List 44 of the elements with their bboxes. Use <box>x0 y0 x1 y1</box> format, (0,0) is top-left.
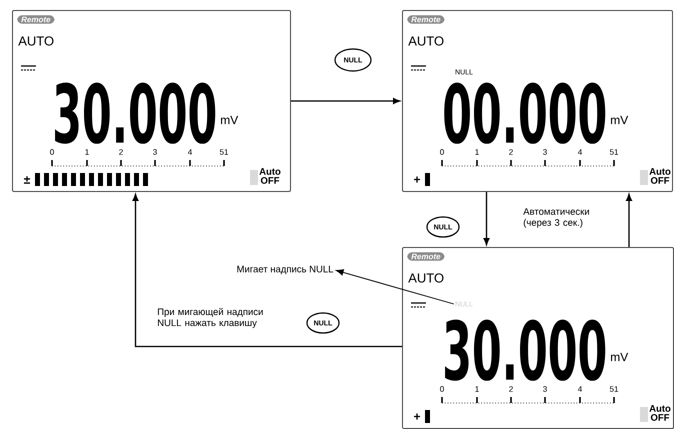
scale-number: 3 <box>543 386 547 392</box>
arrow <box>626 194 632 247</box>
scale-number: 4 <box>578 386 582 392</box>
callout-text: Мигает надпись NULL <box>237 266 334 274</box>
edge-label: При мигающей надписи NULL нажать клавишу <box>156 307 266 329</box>
unit-label: mV <box>611 352 628 362</box>
arrow <box>484 192 490 246</box>
scale-number: 2 <box>119 149 123 155</box>
range-indicator: AUTO <box>408 273 444 283</box>
scale-number: 3 <box>543 149 547 155</box>
scale-number: 51 <box>220 149 228 155</box>
digit-readout: 30.000 <box>55 82 216 144</box>
arrow <box>132 194 402 348</box>
auto-off-indicator: Auto OFF <box>259 168 280 184</box>
remote-indicator: Remote <box>407 252 445 261</box>
polarity-sign: ± <box>24 176 30 184</box>
edge-label: Автоматически (через 3 сек.) <box>522 207 600 229</box>
remote-indicator: Remote <box>407 15 445 24</box>
scale-number: 51 <box>610 149 618 155</box>
leader-line <box>336 269 454 304</box>
unit-label: mV <box>611 116 628 124</box>
arrow <box>291 98 400 104</box>
digit-readout: 30.000 <box>445 320 606 381</box>
digit-readout: 00.000 <box>444 82 606 144</box>
scale-number: 3 <box>153 149 157 155</box>
scale-number: 4 <box>188 149 192 155</box>
scale-number: 0 <box>440 149 444 155</box>
remote-indicator: Remote <box>17 15 55 24</box>
polarity-sign: + <box>414 176 420 183</box>
scale-number: 2 <box>509 149 513 155</box>
scale-number: 4 <box>578 149 582 155</box>
scale-number: 1 <box>475 386 479 392</box>
scale-number: 1 <box>475 149 479 155</box>
polarity-sign: + <box>414 413 420 420</box>
range-indicator: AUTO <box>408 36 444 46</box>
scale-number: 1 <box>85 149 89 155</box>
scale-number: 0 <box>50 149 54 155</box>
auto-off-indicator: Auto OFF <box>649 405 670 421</box>
scale-number: 51 <box>610 386 618 392</box>
scale-number: 2 <box>509 386 513 392</box>
scale-number: 0 <box>440 386 444 392</box>
auto-off-indicator: Auto OFF <box>649 168 670 184</box>
unit-label: mV <box>221 116 238 124</box>
range-indicator: AUTO <box>18 36 54 46</box>
